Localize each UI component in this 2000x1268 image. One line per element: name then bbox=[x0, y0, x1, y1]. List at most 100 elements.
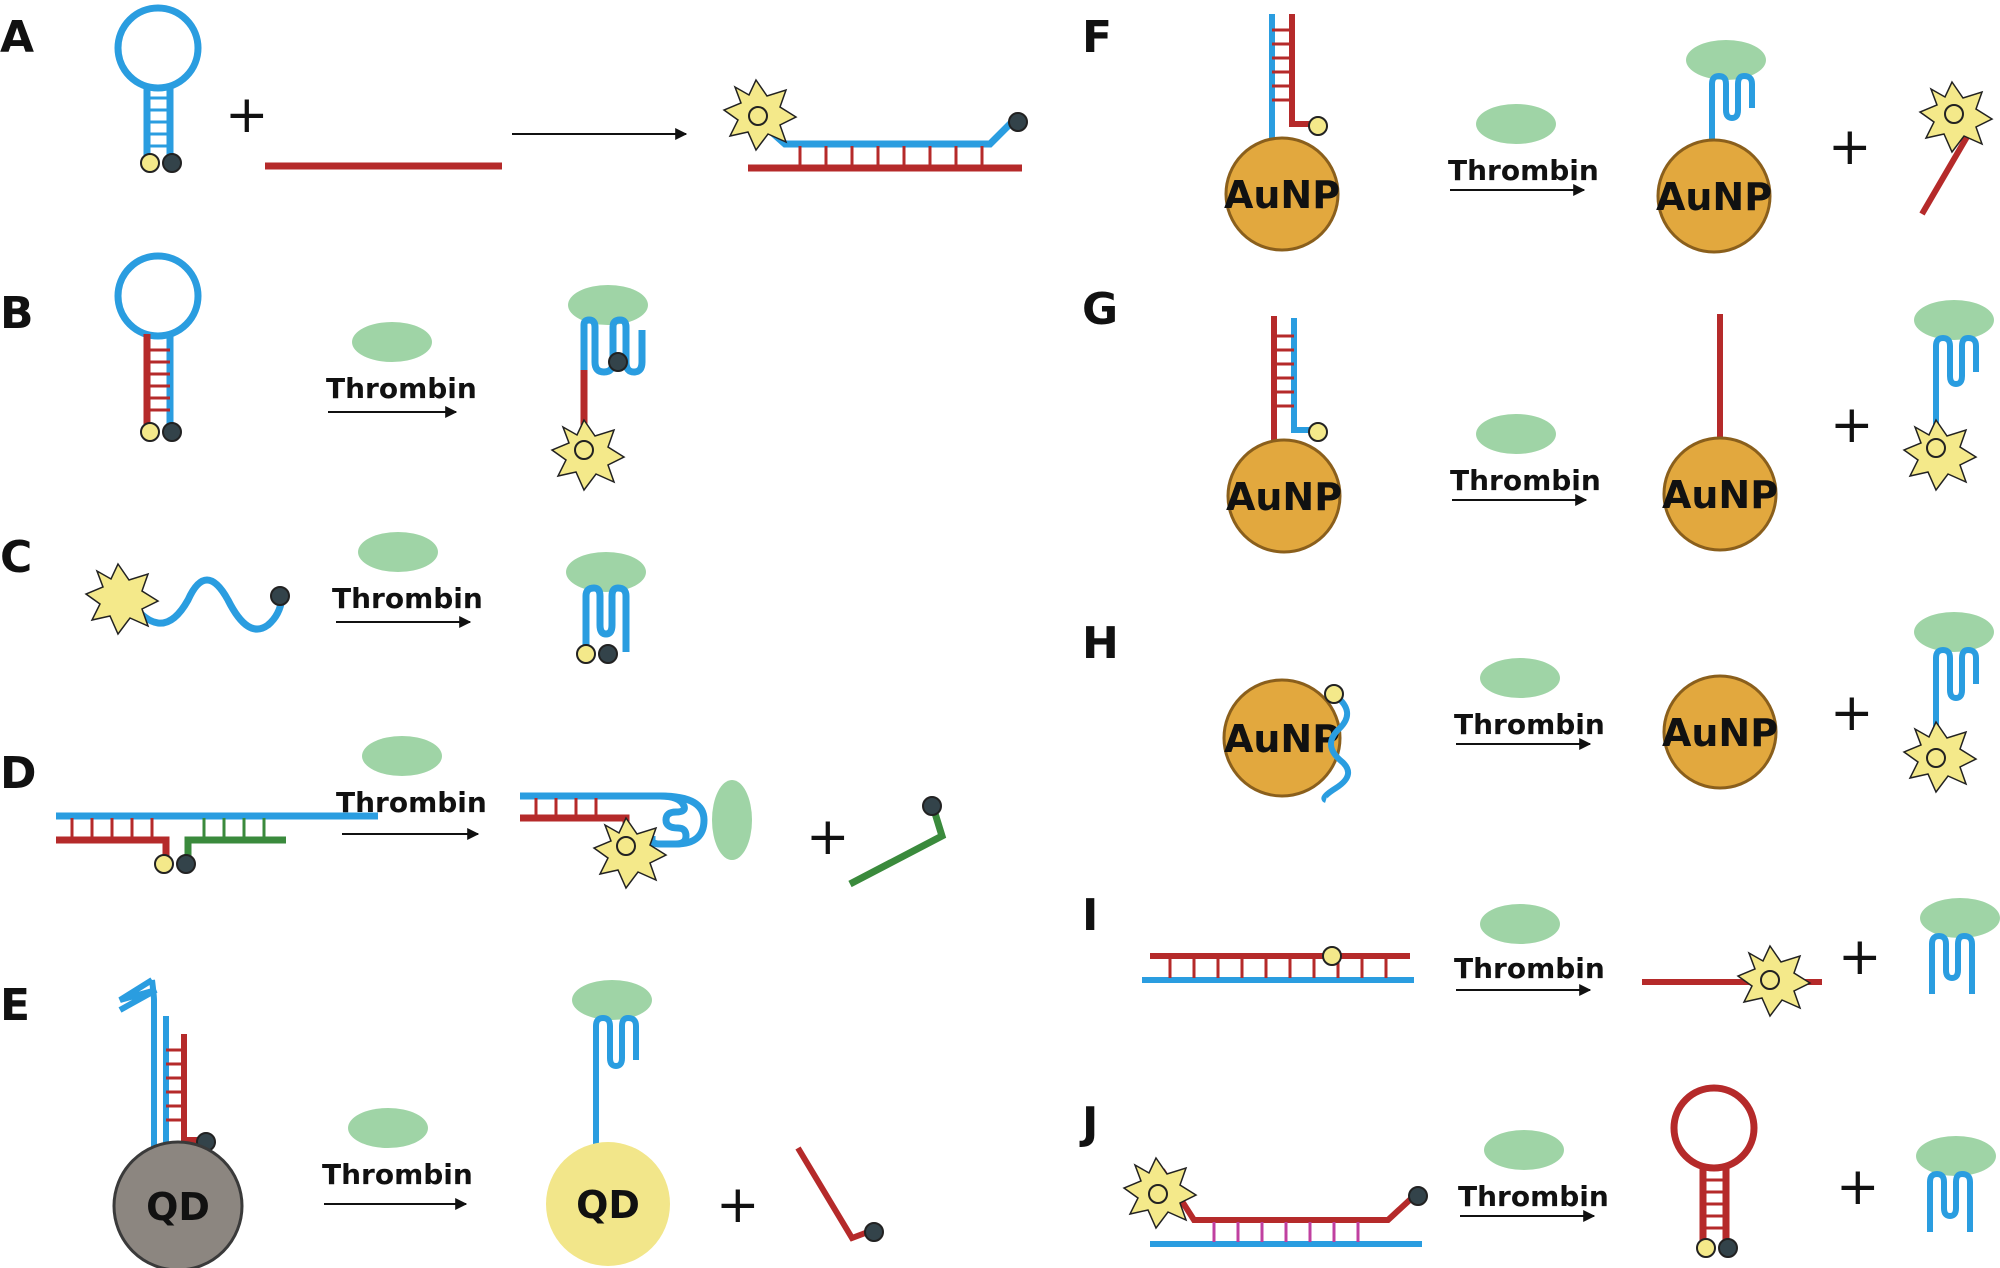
reagent-label-e: Thrombin bbox=[322, 1158, 473, 1191]
plus-sign: + bbox=[1838, 927, 1882, 987]
fluorescence-burst-icon bbox=[84, 562, 160, 636]
thrombin-icon bbox=[352, 322, 432, 362]
fluorophore-icon bbox=[1944, 104, 1964, 124]
panel-label-c: C bbox=[0, 532, 32, 583]
aunp-label: AuNP bbox=[1224, 173, 1340, 217]
quencher-icon bbox=[598, 644, 618, 664]
released-fluorescent-strand bbox=[1642, 944, 1822, 1018]
panel-label-e: E bbox=[0, 980, 30, 1031]
quencher-icon bbox=[1008, 112, 1028, 132]
thrombin-icon bbox=[1476, 104, 1556, 144]
panel-f: F AuNP Thrombin AuNP + bbox=[1082, 12, 1994, 254]
aptamer-thrombin-complex bbox=[1920, 898, 2000, 994]
panel-d: D Thrombin bbox=[0, 736, 947, 890]
gold-nanoparticle bbox=[1222, 678, 1342, 798]
fluorophore-icon bbox=[1324, 684, 1344, 704]
plus-sign: + bbox=[1830, 395, 1874, 455]
reagent-label-f: Thrombin bbox=[1448, 154, 1599, 187]
panel-label-a: A bbox=[0, 12, 34, 63]
fluorophore-icon bbox=[1308, 422, 1328, 442]
plus-sign: + bbox=[1836, 1157, 1880, 1217]
fluorophore-icon bbox=[576, 644, 596, 664]
gold-nanoparticle bbox=[1226, 438, 1342, 554]
aunp-adsorbed-aptamer: AuNP bbox=[1222, 678, 1351, 803]
reagent-label-j: Thrombin bbox=[1458, 1180, 1609, 1213]
reagent-label-d: Thrombin bbox=[336, 786, 487, 819]
bare-aunp: AuNP bbox=[1662, 674, 1778, 790]
thrombin-icon bbox=[1480, 658, 1560, 698]
thrombin-icon bbox=[348, 1108, 428, 1148]
aunp-duplex-probe: AuNP bbox=[1224, 14, 1340, 252]
three-strand-duplex-probe bbox=[56, 812, 378, 874]
thrombin-icon bbox=[1480, 904, 1560, 944]
qd-aptamer-thrombin-complex: QD bbox=[546, 980, 670, 1266]
molecular-beacon-hairpin bbox=[114, 4, 202, 173]
quencher-icon bbox=[922, 796, 942, 816]
panel-label-h: H bbox=[1082, 618, 1119, 669]
quencher-icon bbox=[176, 854, 196, 874]
aptamer-beacon-hairpin bbox=[114, 252, 202, 442]
fluorophore-icon bbox=[1760, 970, 1780, 990]
thrombin-icon bbox=[1916, 1136, 1996, 1176]
thrombin-icon bbox=[1914, 612, 1994, 652]
thrombin-icon bbox=[572, 980, 652, 1020]
aunp-label: AuNP bbox=[1656, 175, 1772, 219]
panel-c: C Thrombin bbox=[0, 532, 646, 664]
reagent-label-i: Thrombin bbox=[1454, 952, 1605, 985]
reagent-label-g: Thrombin bbox=[1450, 464, 1601, 497]
aunp-label: AuNP bbox=[1662, 473, 1778, 517]
panel-b: B Thrombin bbox=[0, 252, 648, 492]
panel-label-i: I bbox=[1082, 890, 1098, 941]
thrombin-icon bbox=[1914, 300, 1994, 340]
released-aptamer-thrombin-complex bbox=[1902, 300, 1994, 492]
thrombin-icon bbox=[358, 532, 438, 572]
fluorophore-icon bbox=[1322, 946, 1342, 966]
panel-j: J Thrombin bbox=[1079, 1084, 1996, 1258]
gold-nanoparticle bbox=[1662, 674, 1778, 790]
duplex-probe bbox=[1142, 946, 1414, 983]
panel-h: H AuNP Thrombin AuNP + bbox=[1082, 612, 1994, 803]
released-aptamer-thrombin-complex bbox=[1902, 612, 1994, 794]
fluorophore-icon bbox=[154, 854, 174, 874]
thrombin-icon bbox=[1476, 414, 1556, 454]
unstructured-aptamer-probe bbox=[84, 562, 290, 636]
gold-nanoparticle bbox=[1656, 138, 1772, 254]
quencher-icon bbox=[1408, 1186, 1428, 1206]
fluorophore-icon bbox=[1148, 1184, 1168, 1204]
panel-g: G AuNP Thrombin AuNP + bbox=[1082, 284, 1994, 554]
quencher-icon bbox=[162, 422, 182, 442]
panel-label-b: B bbox=[0, 288, 34, 339]
fluorophore-icon bbox=[140, 422, 160, 442]
fluorophore-icon bbox=[748, 106, 768, 126]
quadruplex-thrombin-complex bbox=[566, 552, 646, 664]
fluorophore-icon bbox=[574, 440, 594, 460]
quencher-icon bbox=[1718, 1238, 1738, 1258]
quantum-dot-dark bbox=[112, 1140, 244, 1268]
released-quencher-strand bbox=[795, 1146, 884, 1242]
released-duplex-with-thrombin bbox=[520, 780, 752, 890]
panel-label-j: J bbox=[1079, 1098, 1098, 1149]
reagent-label-b: Thrombin bbox=[326, 372, 477, 405]
thrombin-icon bbox=[1686, 40, 1766, 80]
thrombin-icon bbox=[1484, 1130, 1564, 1170]
panel-label-f: F bbox=[1082, 12, 1112, 63]
plus-sign: + bbox=[1830, 683, 1874, 743]
plus-sign: + bbox=[806, 807, 850, 867]
plus-sign: + bbox=[225, 85, 269, 145]
aunp-label: AuNP bbox=[1224, 717, 1340, 761]
quantum-dot-bright bbox=[546, 1142, 670, 1266]
fluorophore-icon bbox=[1696, 1238, 1716, 1258]
hybridized-duplex bbox=[722, 78, 1028, 172]
qd-label: QD bbox=[146, 1185, 210, 1229]
panel-a: A + bbox=[0, 4, 1028, 173]
released-quencher-strand bbox=[848, 796, 947, 888]
quencher-icon bbox=[270, 586, 290, 606]
panel-label-d: D bbox=[0, 748, 37, 799]
thrombin-icon bbox=[1920, 898, 2000, 938]
fluorophore-icon bbox=[616, 836, 636, 856]
quadruplex-thrombin-complex bbox=[550, 285, 648, 492]
panel-i: I Thrombin + bbox=[1082, 890, 2000, 1018]
quencher-icon bbox=[864, 1222, 884, 1242]
fluorophore-icon bbox=[140, 153, 160, 173]
